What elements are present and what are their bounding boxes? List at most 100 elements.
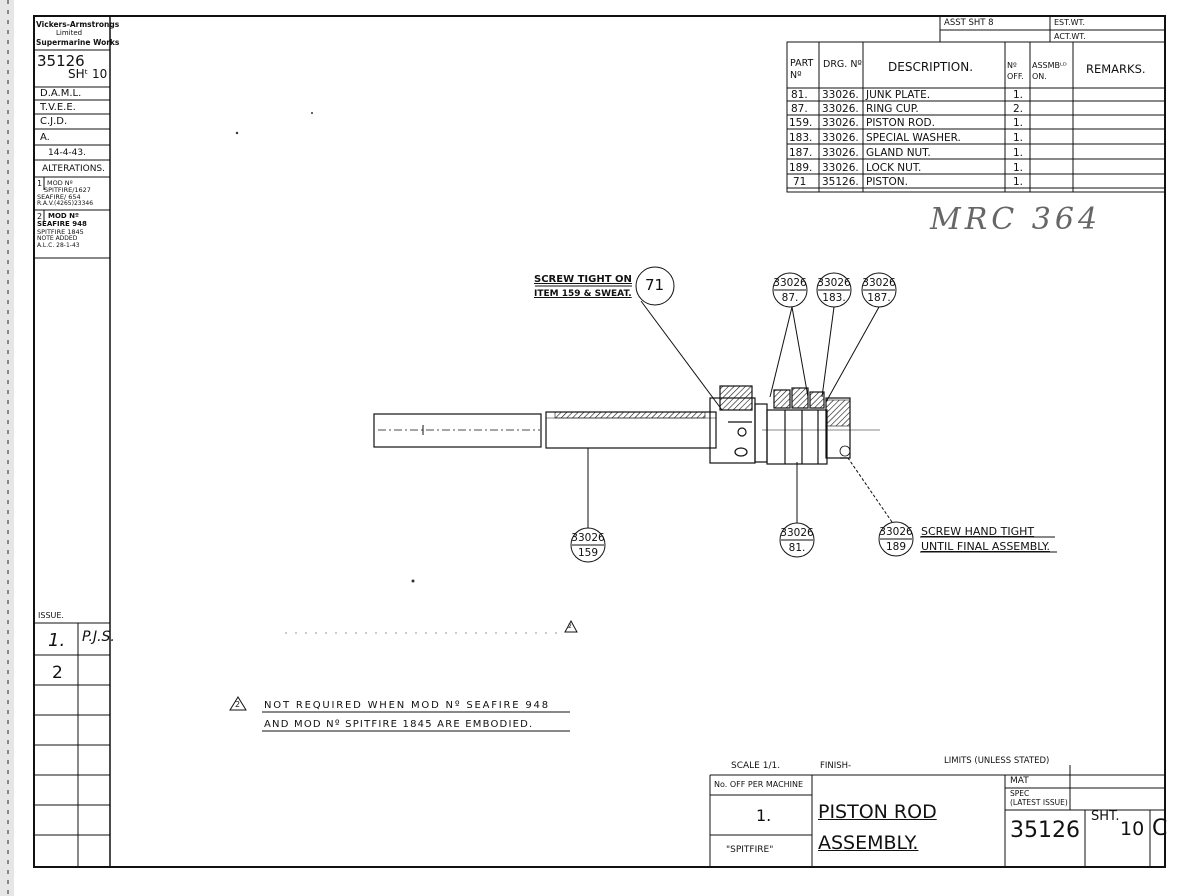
sht-number: 10 [1120, 818, 1145, 840]
row5-desc: GLAND NUT. [866, 147, 931, 159]
name-2: T.V.E.E. [40, 102, 76, 113]
note-triangle-2 [229, 696, 247, 711]
asst-sht: ASST SHT 8 [944, 18, 994, 28]
note-marker: 2 [235, 700, 241, 709]
note-marker-top: 2 [568, 623, 572, 630]
issue-1: 1. [48, 630, 66, 651]
bubble-189-top: 33026 [879, 526, 913, 538]
bubble-187-bottom: 187. [867, 292, 891, 304]
left-sheet-no: SHᵗ 10 [68, 67, 108, 81]
row6-desc: LOCK NUT. [866, 162, 922, 174]
bubble-159-bottom: 159 [577, 547, 599, 559]
bubble-159-top: 33026 [571, 532, 605, 544]
alt1-line-2: SPITFIRE/1627 [44, 186, 91, 194]
row6-part: 189. [789, 162, 813, 174]
no-off-label: No. OFF PER MACHINE [714, 780, 804, 789]
screw-hand-line-1: SCREW HAND TIGHT [921, 525, 1035, 538]
title-line-2: ASSEMBLY. [818, 832, 919, 854]
sheet-border [33, 15, 1166, 868]
spec-label-2: (LATEST ISSUE) [1010, 798, 1068, 807]
row1-drg: 33026. [822, 89, 859, 101]
col-assmbld-on: ASSMBᴸᴰ ON. [1032, 61, 1067, 82]
no-off-value: 1. [756, 806, 772, 825]
scale: SCALE 1/1. [731, 761, 781, 771]
row7-drg: 35126. [822, 176, 859, 188]
mat-label: MAT [1010, 776, 1029, 786]
row4-desc: SPECIAL WASHER. [866, 132, 961, 144]
bubble-187-top: 33026 [862, 277, 896, 289]
row5-off: 1. [1013, 147, 1024, 159]
company-line-3: Supermarine Works [36, 38, 120, 47]
alt2-line-5: A.L.C. 28-1-43 [37, 242, 80, 249]
note-line-2: AND MOD Nº SPITFIRE 1845 ARE EMBODIED. [264, 719, 534, 730]
alt2-line-2: SEAFIRE 948 [37, 220, 87, 228]
bubble-87-top: 33026 [773, 277, 807, 289]
bottom-drawing-no: 35126 [1010, 818, 1080, 843]
row1-desc: JUNK PLATE. [866, 89, 931, 101]
row7-off: 1. [1013, 176, 1024, 188]
issue-2: 2 [52, 663, 63, 683]
bubble-81-top: 33026 [780, 527, 814, 539]
col-description: DESCRIPTION. [888, 60, 974, 74]
handwritten-reference: MRC 364 [930, 202, 1102, 237]
row1-part: 81. [791, 89, 808, 101]
row1-off: 1. [1013, 89, 1024, 101]
sht-label: SHT. [1091, 809, 1120, 824]
bubble-71 [635, 266, 675, 306]
bubble-71-label: 71 [645, 276, 665, 294]
col-remarks: REMARKS. [1086, 62, 1146, 76]
act-wt: ACT.WT. [1054, 32, 1086, 41]
spec-label-1: SPEC [1010, 789, 1030, 798]
row4-drg: 33026. [822, 132, 859, 144]
alterations-label: ALTERATIONS. [42, 164, 106, 174]
alt1-line-4: R.A.V.(4265)23346 [37, 200, 94, 207]
screw-tight-line-1: SCREW TIGHT ON [534, 274, 632, 285]
row3-off: 1. [1013, 117, 1024, 129]
row4-part: 183. [789, 132, 813, 144]
finish: FINISH- [820, 761, 852, 771]
alt2-line-4: NOTE ADDED [37, 235, 78, 242]
row2-desc: RING CUP. [866, 103, 919, 115]
row6-off: 1. [1013, 162, 1024, 174]
row3-drg: 33026. [822, 117, 859, 129]
col-part-no: PART Nº [790, 58, 814, 82]
bubble-87-bottom: 87. [781, 292, 799, 304]
bubble-183-bottom: 183. [822, 292, 846, 304]
row3-part: 159. [789, 117, 813, 129]
rod-assembly [373, 385, 880, 465]
issue-initials: P.J.S. [82, 629, 115, 645]
alt2-line-1: MOD Nº [48, 212, 79, 220]
aircraft: "SPITFIRE" [726, 845, 774, 855]
screw-tight-line-2: ITEM 159 & SWEAT. [534, 289, 632, 299]
date: 14-4-43. [48, 148, 86, 158]
issue-label: ISSUE. [38, 611, 64, 620]
row2-part: 87. [791, 103, 808, 115]
col-no-off: Nº OFF. [1007, 61, 1024, 82]
bubble-183-top: 33026 [817, 277, 851, 289]
row6-drg: 33026. [822, 162, 859, 174]
col-drg-no: DRG. Nº [823, 59, 862, 70]
name-1: D.A.M.L. [40, 88, 82, 99]
row7-desc: PISTON. [866, 176, 908, 188]
row3-desc: PISTON ROD. [866, 117, 935, 129]
note-line-1: NOT REQUIRED WHEN MOD Nº SEAFIRE 948 [264, 700, 550, 711]
est-wt: EST.WT. [1054, 18, 1086, 27]
company-line-1: Vickers-Armstrongs [36, 20, 120, 29]
name-3: C.J.D. [40, 116, 68, 127]
issue-letter: C [1152, 816, 1168, 841]
alteration-num-1: 1 [37, 179, 43, 188]
row2-off: 2. [1013, 103, 1024, 115]
company-line-2: Limited [56, 29, 83, 37]
limits: LIMITS (UNLESS STATED) [944, 756, 1050, 766]
alteration-num-2: 2 [37, 212, 43, 221]
row5-drg: 33026. [822, 147, 859, 159]
screw-hand-line-2: UNTIL FINAL ASSEMBLY. [921, 540, 1050, 553]
alt1-line-1: MOD Nº [47, 179, 73, 187]
note-triangle [564, 619, 578, 633]
row2-drg: 33026. [822, 103, 859, 115]
row5-part: 187. [789, 147, 813, 159]
name-4: A. [40, 132, 50, 143]
bubble-81-bottom: 81. [788, 542, 806, 554]
alt1-line-3: SEAFIRE/ 654 [37, 193, 81, 201]
